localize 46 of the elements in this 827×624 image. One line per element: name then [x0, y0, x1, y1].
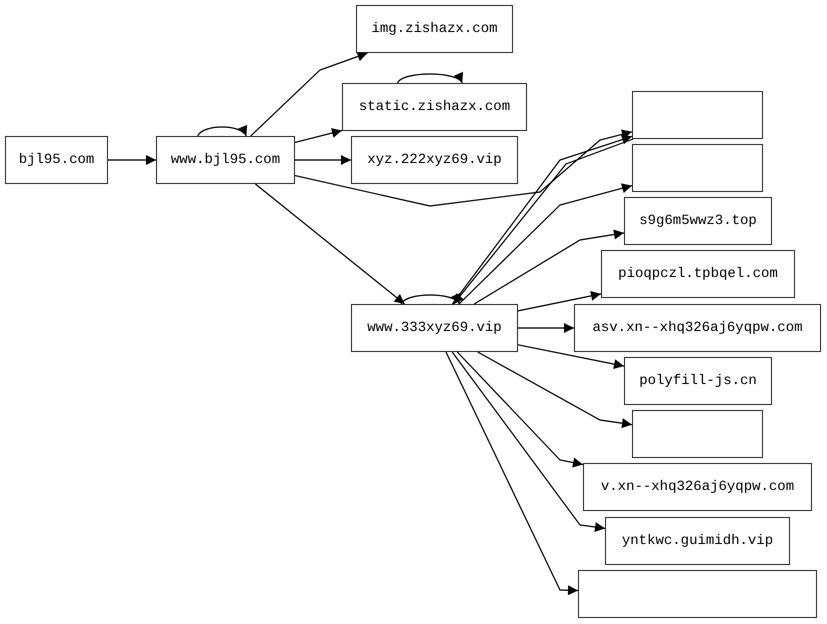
domain-box [5, 136, 108, 184]
arrow [477, 351, 632, 428]
arrow [295, 155, 351, 165]
domain-box [351, 136, 518, 184]
domain-box [605, 517, 790, 565]
arrow [474, 230, 624, 305]
domain-box [156, 136, 295, 184]
domain-box [356, 5, 513, 53]
domain-box [578, 570, 817, 618]
arrow [456, 352, 584, 468]
domain-box [342, 83, 527, 131]
domain-label: www.333xyz69.vip [367, 320, 502, 336]
domain-box [632, 91, 763, 139]
domain-label: xyz.222xyz69.vip [367, 152, 502, 168]
arrow [518, 291, 602, 312]
arrow [518, 344, 624, 370]
arrow [250, 52, 368, 136]
domain-box [583, 463, 812, 511]
arrow [197, 124, 247, 136]
arrow [255, 184, 405, 304]
domain-label: www.bjl95.com [170, 152, 280, 168]
arrow [294, 129, 632, 207]
domain-label: yntkwc.guimidh.vip [622, 533, 774, 549]
arrow [445, 352, 578, 596]
domain-label: asv.xn--xhq326aj6yqpw.com [592, 320, 803, 336]
domain-box [632, 144, 763, 192]
domain-box [574, 304, 821, 352]
domain-label: s9g6m5wwz3.top [639, 213, 757, 229]
domain-label: img.zishazx.com [371, 21, 498, 37]
domain-label: v.xn--xhq326aj6yqpw.com [600, 479, 794, 495]
arrow [400, 293, 460, 304]
arrow [397, 72, 463, 84]
arrow [458, 183, 632, 304]
arrow [452, 352, 606, 532]
domain-box [601, 250, 795, 298]
domain-box [624, 197, 772, 245]
domain-label: bjl95.com [18, 152, 94, 168]
domain-label: polyfill-js.cn [639, 373, 757, 389]
arrow [518, 323, 574, 333]
domain-box [632, 410, 763, 458]
arrow [294, 128, 342, 143]
domain-box [624, 357, 772, 405]
domain-box [351, 304, 518, 352]
domain-label: static.zishazx.com [358, 99, 510, 115]
domain-label: pioqpczl.tpbqel.com [618, 266, 778, 282]
arrow [108, 155, 156, 165]
